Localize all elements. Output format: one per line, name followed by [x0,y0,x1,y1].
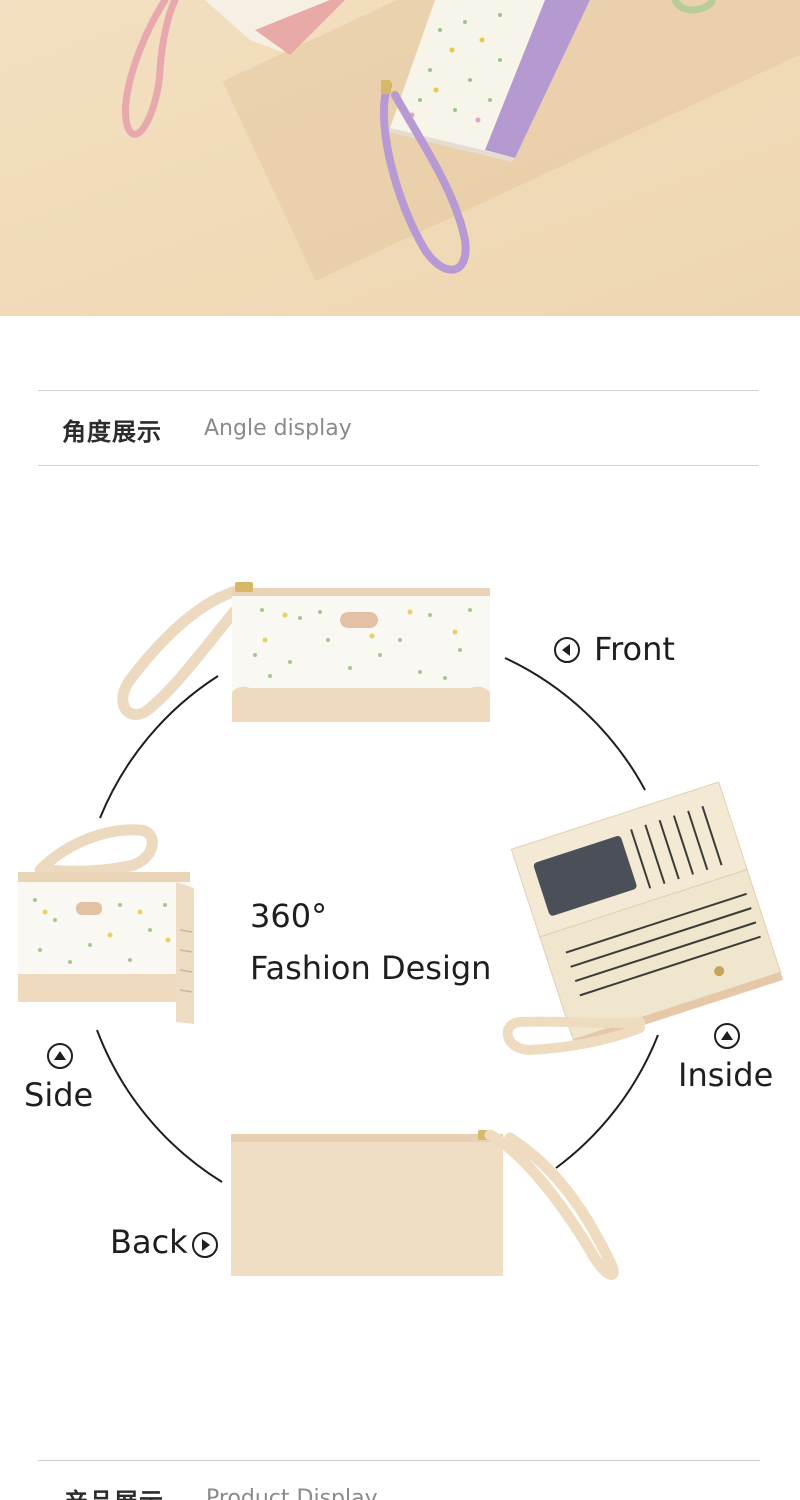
side-label: Side [24,1076,94,1114]
product-divider-top [38,1460,760,1461]
hero-wallets-illustration [122,0,716,274]
angle-diagram [18,582,783,1280]
angle-title-en: Angle display [204,416,352,441]
green-strap [671,0,716,14]
angle-title-cn: 角度展示 [62,418,162,446]
side-arrow-icon [47,1043,73,1069]
center-caption-degree: 360° [250,897,328,935]
side-wallet-image [18,824,194,1024]
section-divider-top [38,390,758,391]
hero-product-photo [0,0,800,316]
front-wallet-image [117,582,490,722]
pink-wallet [122,0,345,138]
back-arrow-icon [192,1232,218,1258]
product-title-cn: 产品展示 [64,1482,164,1500]
inside-wallet-strap [502,1016,645,1056]
inside-label: Inside [678,1056,774,1094]
circle-arcs [96,657,659,1183]
front-arrow-icon [554,637,580,663]
center-caption: 360° Fashion Design [250,890,491,994]
product-title-en: Product Display [206,1486,378,1500]
section-divider-bottom [38,465,758,466]
back-wallet-image [231,1129,619,1280]
inside-arrow-icon [714,1023,740,1049]
back-label: Back [110,1223,188,1261]
center-caption-design: Fashion Design [250,949,492,987]
lavender-wallet [379,0,590,274]
front-label: Front [594,630,675,668]
inside-wallet-image [510,781,783,1048]
